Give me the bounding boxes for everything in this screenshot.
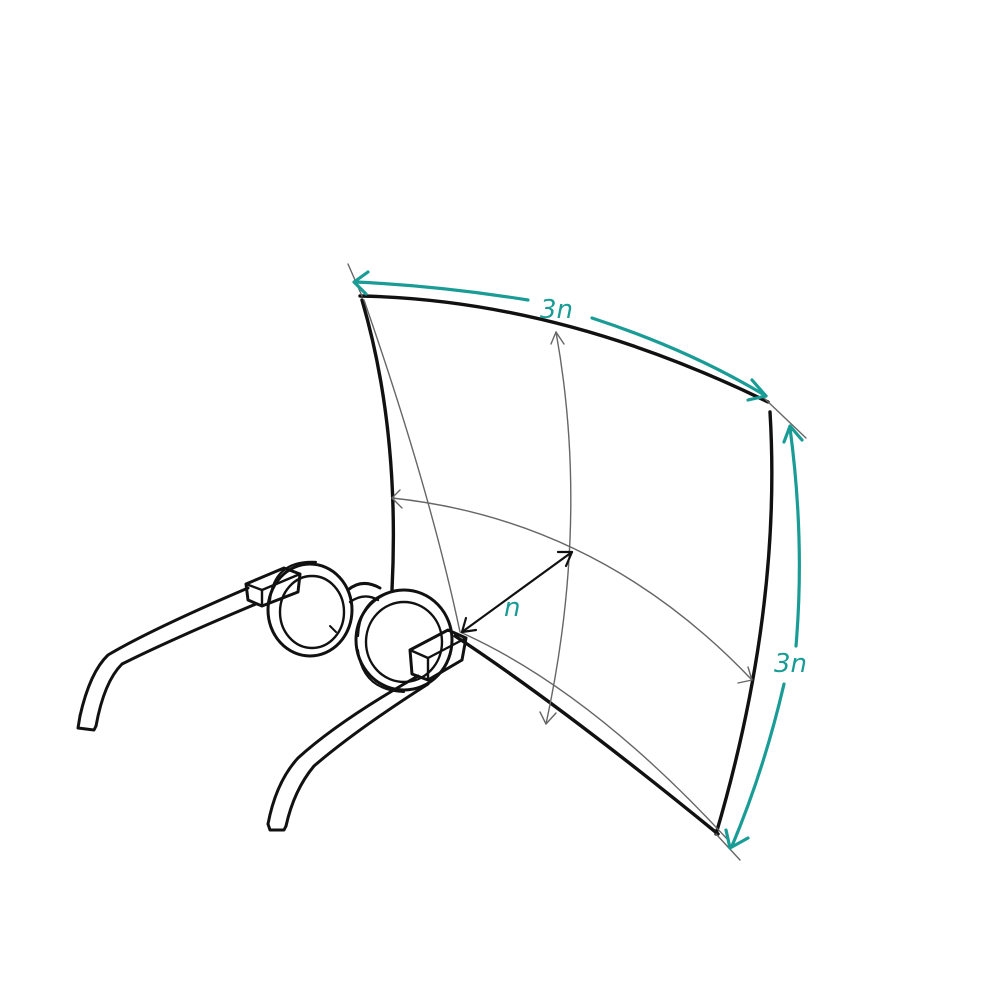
- right-temple-arm: [266, 674, 430, 832]
- distance-arrow: [460, 550, 574, 634]
- left-lens: [266, 560, 354, 658]
- glasses-bridge: [346, 582, 382, 592]
- vertical-arrow-top: [550, 331, 565, 345]
- distance-label: n: [504, 593, 520, 623]
- width-arrowhead-right: [746, 378, 768, 402]
- width-dimension: 3n: [352, 270, 768, 402]
- vertical-arrow-bottom: [539, 711, 557, 725]
- right-lens: [354, 588, 454, 693]
- width-dimension-line-right: [590, 316, 768, 398]
- height-label: 3n: [774, 649, 807, 679]
- corner-tick-top-right: [763, 397, 807, 439]
- left-hinge: [244, 566, 302, 608]
- distance-arrowhead-far: [556, 550, 574, 568]
- horizontal-center-line: [391, 497, 753, 681]
- height-arrowhead-bottom: [724, 828, 750, 850]
- height-dimension-line-bottom: [730, 682, 786, 848]
- horizontal-arrow-right: [737, 666, 753, 684]
- screen-bottom-edge: [453, 634, 720, 836]
- height-arrowhead-top: [782, 424, 804, 444]
- height-dimension-line-top: [788, 426, 801, 648]
- diagonal-guide: [363, 299, 729, 841]
- horizontal-arrow-left: [391, 489, 403, 509]
- distance-arrow-line: [460, 550, 574, 634]
- screen-left-edge: [360, 298, 396, 592]
- vertical-center-line: [545, 331, 572, 725]
- distance-arrowhead-near: [460, 616, 478, 634]
- height-dimension: 3n: [724, 424, 807, 850]
- guide-lines: [363, 299, 753, 841]
- width-dimension-line-left: [354, 280, 530, 302]
- corner-tick-bottom-right: [715, 833, 741, 861]
- glasses: [76, 560, 468, 832]
- curved-screen: [347, 263, 807, 861]
- screen-right-edge: [714, 410, 774, 836]
- right-hinge: [408, 628, 468, 682]
- left-temple-arm: [76, 586, 258, 732]
- width-arrowhead-left: [352, 270, 370, 296]
- screen-top-edge: [358, 294, 770, 404]
- width-label: 3n: [540, 295, 573, 325]
